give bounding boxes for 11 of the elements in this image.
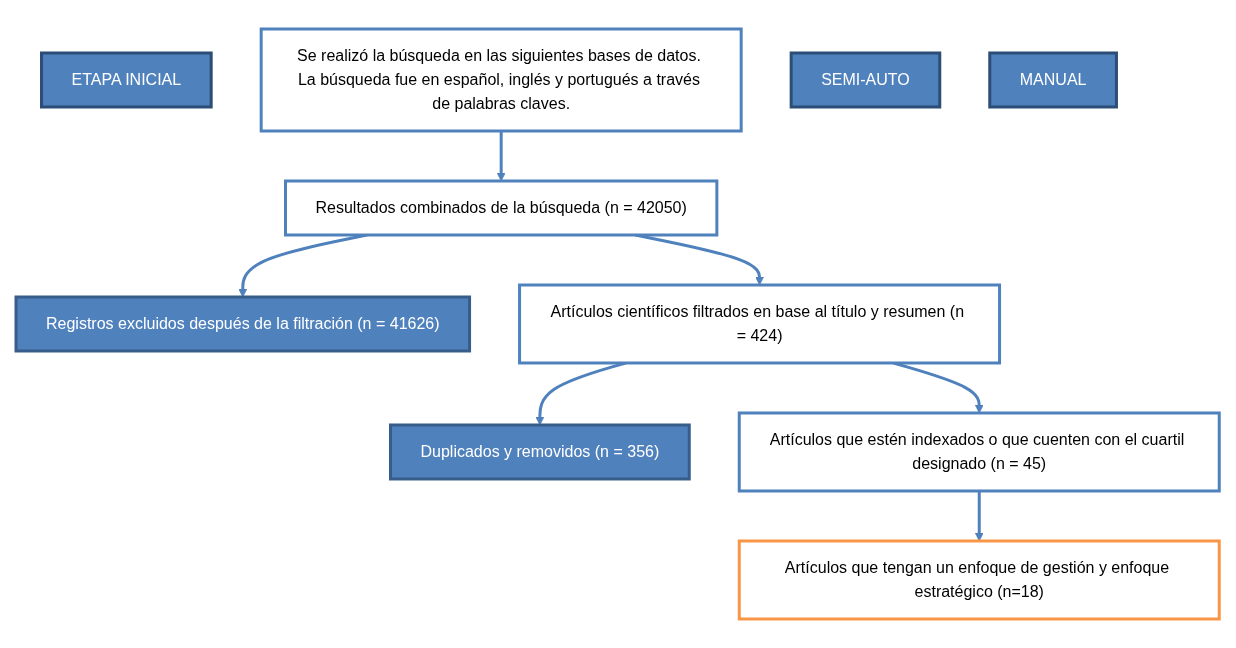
- node-box: Registros excluidos después de la filtración (n = 41626): [14, 295, 472, 353]
- node-box: MANUAL: [988, 51, 1119, 109]
- node-box: Resultados combinados de la búsqueda (n = 42050): [284, 179, 719, 237]
- node-box: Se realizó la búsqueda en las siguientes bases de datos. La búsqueda fue en español, inglés y portugués a través de palabras claves.: [260, 27, 744, 133]
- node-box: Duplicados y removidos (n = 356): [389, 423, 692, 481]
- node-box: Artículos que tengan un enfoque de gestión y enfoque estratégico (n=18): [738, 539, 1222, 621]
- node-box: ETAPA INICIAL: [40, 51, 214, 109]
- node-box: Artículos que estén indexados o que cuenten con el cuartil designado (n = 45): [738, 411, 1222, 493]
- arrow: [497, 131, 506, 182]
- node-box: SEMI-AUTO: [790, 51, 942, 109]
- node-box: Artículos científicos filtrados en base al título y resumen (n = 424): [518, 283, 1002, 365]
